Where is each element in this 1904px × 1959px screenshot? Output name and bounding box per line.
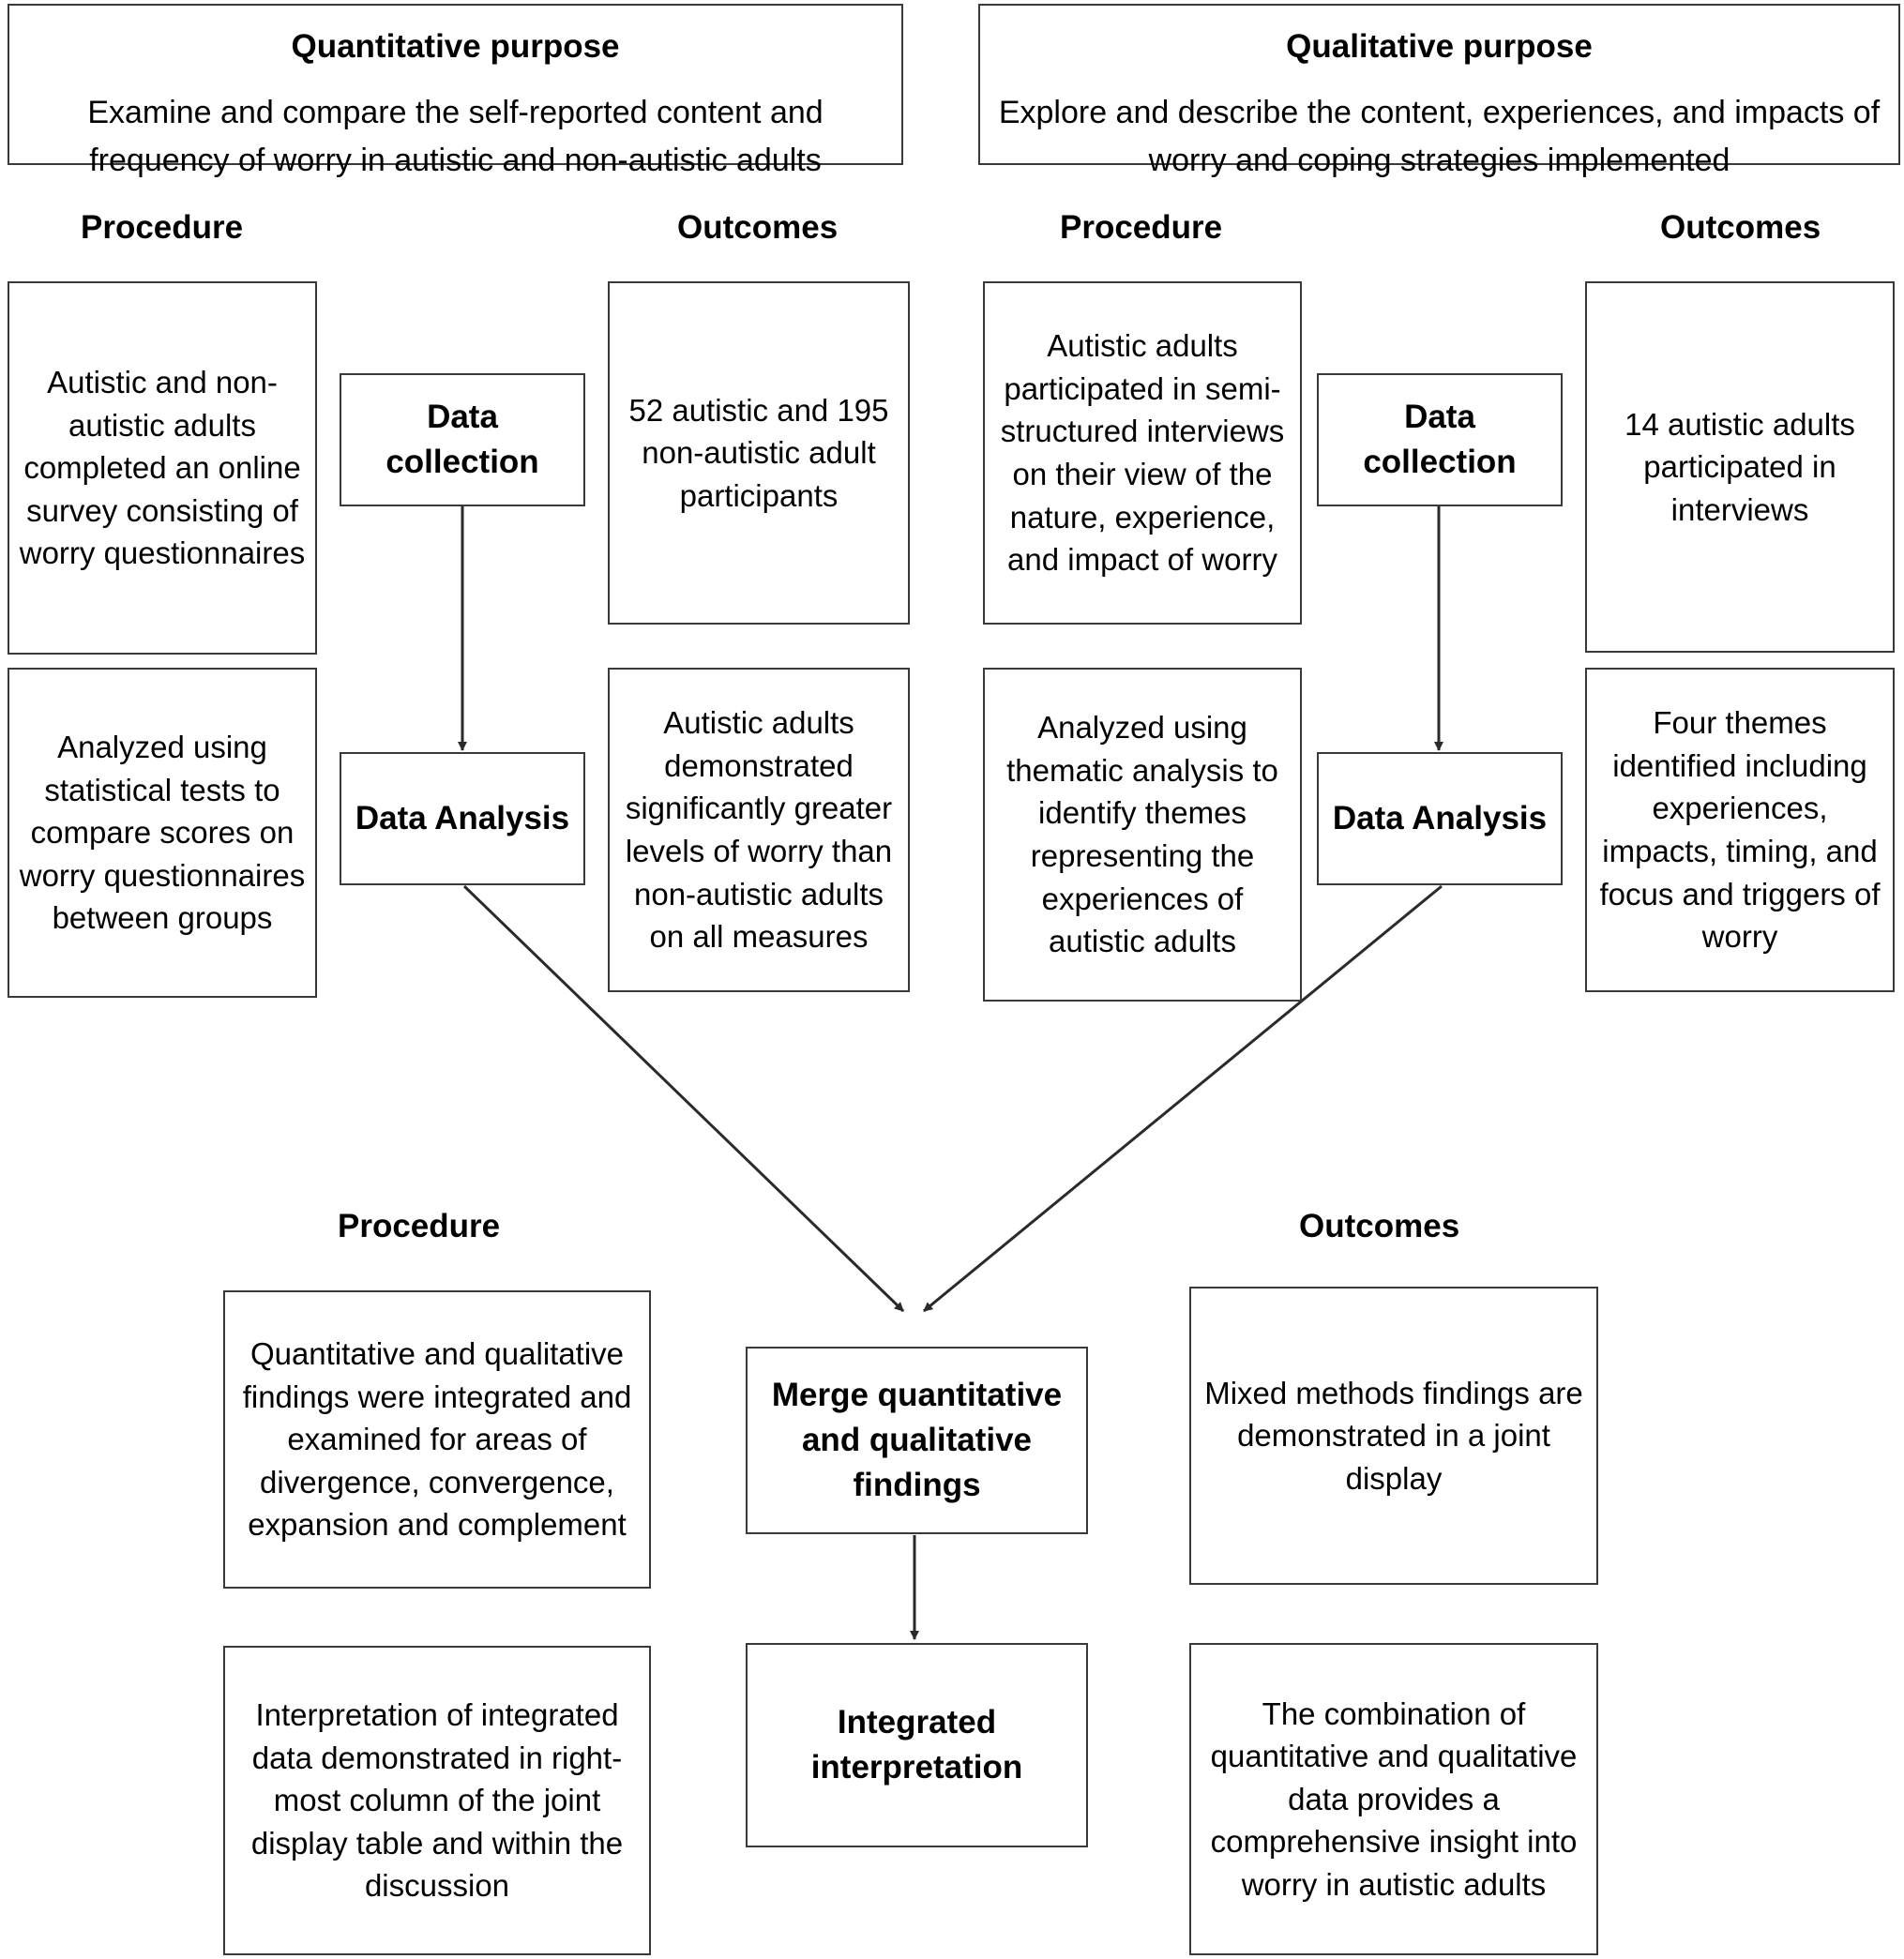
quantitative-procedure-label: Procedure xyxy=(81,209,244,246)
qualitative-purpose-box: Qualitative purpose Explore and describe… xyxy=(978,4,1900,178)
quantitative-purpose-text: Examine and compare the self-reported co… xyxy=(87,94,824,178)
qualitative-procedure-label: Procedure xyxy=(1060,209,1223,246)
integration-outcome-box-2: The combination of quantitative and qual… xyxy=(1189,1643,1598,1955)
merge-findings-box: Merge quantitative and qualitative findi… xyxy=(746,1347,1088,1534)
quantitative-purpose-box: Quantitative purpose Examine and compare… xyxy=(8,4,903,178)
qualitative-data-collection-box: Data collection xyxy=(1317,373,1563,506)
quantitative-outcome-box-2: Autistic adults demonstrated significant… xyxy=(608,668,910,992)
quantitative-data-collection-box: Data collection xyxy=(340,373,585,506)
integrated-interpretation-box: Integrated interpretation xyxy=(746,1643,1088,1847)
qualitative-purpose-title: Qualitative purpose xyxy=(1286,28,1593,65)
quantitative-procedure-box-2: Analyzed using statistical tests to comp… xyxy=(8,668,317,998)
quantitative-outcome-box-1: 52 autistic and 195 non-autistic adult p… xyxy=(608,281,910,625)
quantitative-data-analysis-box: Data Analysis xyxy=(340,752,585,885)
quantitative-purpose-title: Quantitative purpose xyxy=(291,28,620,65)
qualitative-outcome-box-1: 14 autistic adults participated in inter… xyxy=(1585,281,1895,653)
quantitative-outcomes-label: Outcomes xyxy=(677,209,839,246)
integration-procedure-label: Procedure xyxy=(338,1208,501,1244)
integration-procedure-box-1: Quantitative and qualitative findings we… xyxy=(223,1290,651,1589)
qualitative-data-analysis-box: Data Analysis xyxy=(1317,752,1563,885)
qualitative-purpose-text: Explore and describe the content, experi… xyxy=(998,94,1881,178)
qualitative-procedure-box-1: Autistic adults participated in semi-str… xyxy=(983,281,1302,625)
integration-procedure-box-2: Interpretation of integrated data demons… xyxy=(223,1646,651,1955)
integration-outcome-box-1: Mixed methods findings are demonstrated … xyxy=(1189,1287,1598,1585)
qualitative-outcomes-label: Outcomes xyxy=(1660,209,1821,246)
integration-outcomes-label: Outcomes xyxy=(1299,1208,1460,1244)
quantitative-procedure-box-1: Autistic and non-autistic adults complet… xyxy=(8,281,317,655)
qualitative-outcome-box-2: Four themes identified including experie… xyxy=(1585,668,1895,992)
qualitative-procedure-box-2: Analyzed using thematic analysis to iden… xyxy=(983,668,1302,1002)
